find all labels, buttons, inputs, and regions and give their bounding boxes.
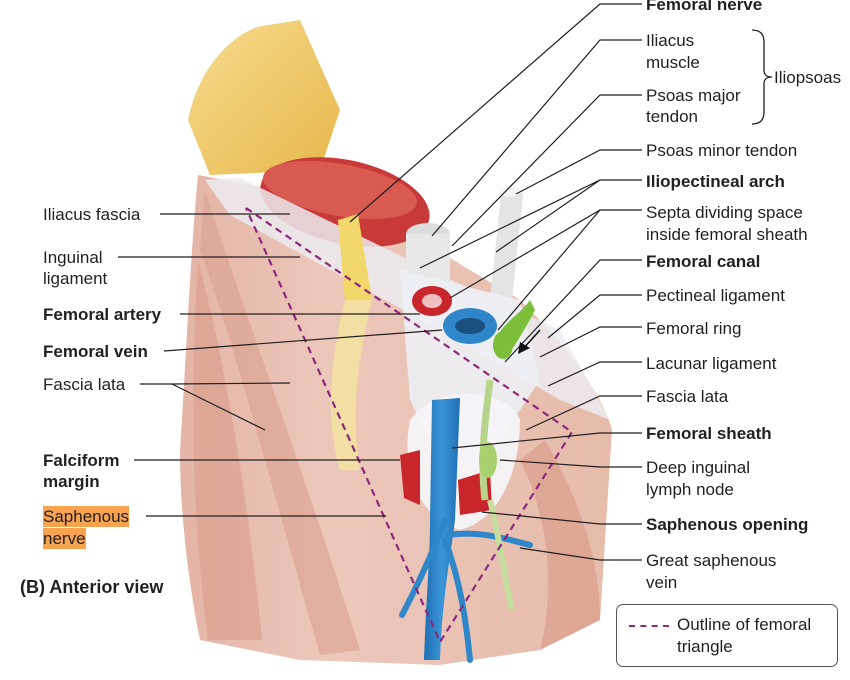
label-psoas-major-2: tendon — [646, 107, 698, 126]
label-iliopectineal-arch: Iliopectineal arch — [646, 172, 785, 191]
view-caption: (B) Anterior view — [20, 577, 164, 597]
legend-line-2: triangle — [677, 637, 733, 656]
label-septa-2: inside femoral sheath — [646, 225, 808, 244]
label-inguinal-2: ligament — [43, 269, 108, 288]
label-falciform-2: margin — [43, 472, 100, 491]
label-inguinal-1: Inguinal — [43, 248, 103, 267]
legend-dash-swatch — [629, 625, 669, 627]
legend-line-1: Outline of femoral — [677, 615, 812, 634]
label-falciform-1: Falciform — [43, 451, 120, 470]
label-saphenous-nerve-2: nerve — [43, 528, 86, 549]
label-pectineal-ligament: Pectineal ligament — [646, 286, 785, 305]
label-saphenous-nerve-1: Saphenous — [43, 506, 130, 527]
label-femoral-artery: Femoral artery — [43, 305, 162, 324]
iliacus-muscle-top — [263, 161, 417, 219]
femoral-nerve — [338, 214, 372, 302]
sartorius-muscle — [200, 190, 360, 655]
label-femoral-ring: Femoral ring — [646, 319, 742, 338]
iliopsoas-brace — [751, 29, 773, 125]
label-psoas-minor: Psoas minor tendon — [646, 141, 798, 160]
legend-text: Outline of femoral triangle — [677, 614, 811, 658]
leader-lines — [118, 3, 642, 561]
label-deep-lymph-1: Deep inguinal — [646, 458, 750, 477]
femoral-triangle-outline — [244, 207, 574, 645]
label-fascia-lata-right: Fascia lata — [646, 387, 729, 406]
deep-lymph-node — [479, 442, 497, 478]
label-great-saphenous-1: Great saphenous — [646, 551, 777, 570]
psoas-minor-top — [499, 187, 521, 197]
iliac-bone — [188, 20, 340, 175]
label-iliacus-fascia: Iliacus fascia — [43, 205, 141, 224]
femoral-nerve-branches — [330, 300, 372, 470]
label-lacunar-ligament: Lacunar ligament — [646, 354, 777, 373]
thigh-lateral — [193, 260, 262, 640]
great-saphenous-vein — [399, 517, 533, 663]
label-septa-1: Septa dividing space — [646, 203, 803, 222]
label-femoral-vein: Femoral vein — [43, 342, 148, 361]
label-iliacus-muscle-2: muscle — [646, 53, 700, 72]
legend-box: Outline of femoral triangle — [616, 604, 838, 667]
label-femoral-nerve: Femoral nerve — [646, 0, 763, 14]
label-iliopsoas: Iliopsoas — [774, 68, 842, 87]
label-femoral-canal: Femoral canal — [646, 252, 761, 271]
label-fascia-lata-left: Fascia lata — [43, 375, 126, 394]
label-saphenous-opening: Saphenous opening — [646, 515, 809, 534]
label-psoas-major-1: Psoas major — [646, 86, 741, 105]
lymph-chain — [479, 379, 494, 501]
label-iliacus-muscle-1: Iliacus — [646, 31, 695, 50]
label-deep-lymph-2: lymph node — [646, 480, 734, 499]
label-great-saphenous-2: vein — [646, 573, 678, 592]
lymph-node-upper — [493, 331, 513, 359]
label-femoral-sheath: Femoral sheath — [646, 424, 772, 443]
falciform-red-left — [400, 450, 420, 505]
adductor-muscle — [520, 440, 600, 650]
